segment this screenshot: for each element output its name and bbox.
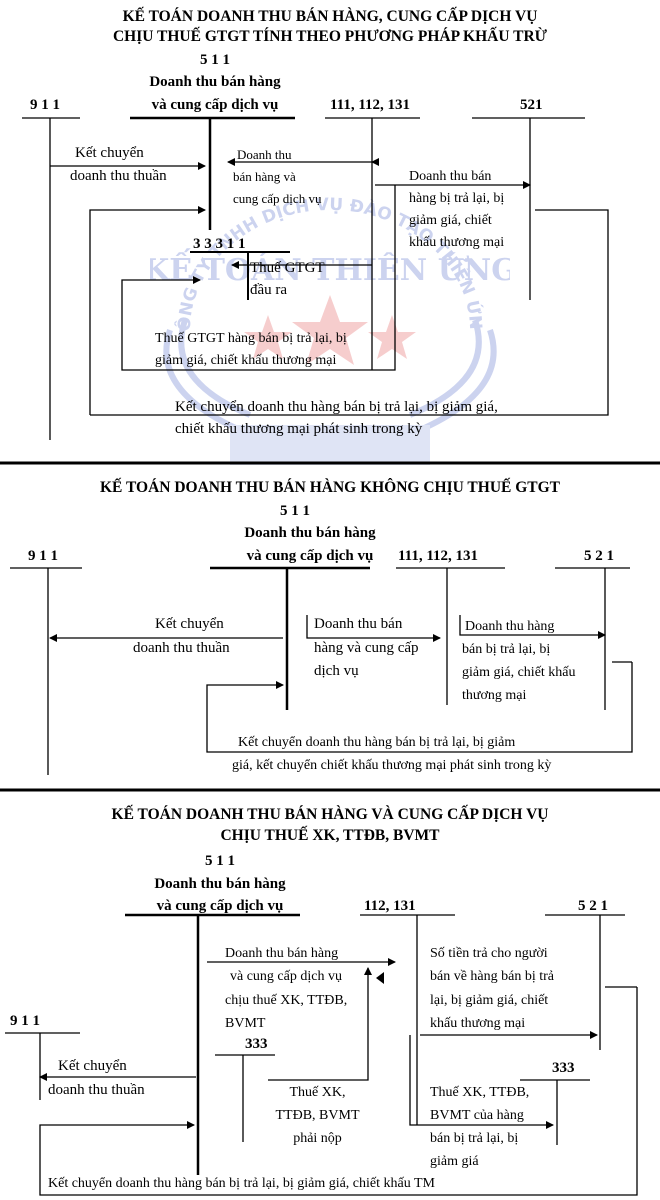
- s3-title-line2: CHỊU THUẾ XK, TTĐB, BVMT: [220, 827, 440, 844]
- s3-tax-payable-2: TTĐB, BVMT: [275, 1108, 360, 1123]
- s2-acc-511-code: 5 1 1: [280, 503, 310, 519]
- s3-acc-911: 9 1 1: [10, 1013, 40, 1029]
- s3-small-arrowhead-icon: [376, 972, 384, 984]
- s1-acc-911: 9 1 1: [30, 97, 60, 113]
- s1-revenue-1: Doanh thu: [237, 147, 292, 162]
- s2-returns-2: bán bị trả lại, bị: [462, 642, 551, 657]
- s3-tax-returns-2: BVMT của hàng: [430, 1108, 524, 1123]
- s2-revenue-1: Doanh thu bán: [314, 616, 403, 632]
- s1-acc-33311: 3 3 3 1 1: [193, 236, 246, 252]
- s1-transfer-returns-1: Kết chuyển doanh thu hàng bán bị trả lại…: [175, 399, 498, 415]
- s1-vat-returns-2: giảm giá, chiết khấu thương mại: [155, 353, 337, 368]
- s1-transfer-2: doanh thu thuần: [70, 168, 167, 184]
- s3-acc-511-name-2: và cung cấp dịch vụ: [156, 898, 284, 914]
- s3-transfer-1: Kết chuyển: [58, 1058, 127, 1074]
- s3-revenue-2: và cung cấp dịch vụ: [230, 969, 342, 984]
- s3-revenue-3: chịu thuế XK, TTĐB,: [225, 993, 348, 1008]
- s2-returns-1: Doanh thu hàng: [465, 619, 555, 634]
- s3-arrow-tax-returns: [409, 1035, 554, 1129]
- s2-acc-cash: 111, 112, 131: [398, 548, 479, 564]
- s3-acc-521: 5 2 1: [578, 898, 608, 914]
- s1-acc-511-name-1: Doanh thu bán hàng: [149, 74, 281, 90]
- s2-returns-4: thương mại: [462, 688, 527, 703]
- s3-acc-511-code: 5 1 1: [205, 853, 235, 869]
- s1-vat-out-1: Thuế GTGT: [250, 260, 325, 276]
- s3-tax-returns-1: Thuế XK, TTĐB,: [430, 1085, 530, 1100]
- s3-acc-333-right: 333: [552, 1060, 575, 1076]
- s1-acc-521: 521: [520, 97, 543, 113]
- s1-title-line1: KẾ TOÁN DOANH THU BÁN HÀNG, CUNG CẤP DỊC…: [122, 8, 538, 25]
- s3-refund-1: Số tiền trả cho người: [430, 946, 548, 961]
- s3-acc-333-left: 333: [245, 1036, 268, 1052]
- s2-transfer-2: doanh thu thuần: [133, 640, 230, 656]
- s2-revenue-2: hàng và cung cấp: [314, 640, 419, 656]
- s3-revenue-1: Doanh thu bán hàng: [225, 946, 339, 961]
- s1-transfer-returns-2: chiết khấu thương mại phát sinh trong kỳ: [175, 421, 423, 437]
- s3-transfer-2: doanh thu thuần: [48, 1082, 145, 1098]
- s3-revenue-4: BVMT: [225, 1016, 266, 1031]
- s2-transfer-1: Kết chuyển: [155, 616, 224, 632]
- s2-title: KẾ TOÁN DOANH THU BÁN HÀNG KHÔNG CHỊU TH…: [99, 479, 561, 496]
- s1-returns-close: [90, 209, 609, 416]
- s2-transfer-returns-2: giá, kết chuyển chiết khấu thương mại ph…: [232, 758, 552, 773]
- s3-refund-2: bán về hàng bán bị trả: [430, 969, 555, 984]
- s2-acc-911: 9 1 1: [28, 548, 58, 564]
- s2-acc-511-name-2: và cung cấp dịch vụ: [246, 548, 374, 564]
- s2-returns-3: giảm giá, chiết khấu: [462, 665, 576, 680]
- s1-revenue-2: bán hàng và: [233, 169, 296, 184]
- s1-revenue-3: cung cấp dịch vụ: [233, 191, 322, 206]
- s3-refund-3: lại, bị giảm giá, chiết: [430, 993, 549, 1008]
- s3-acc-511-name-1: Doanh thu bán hàng: [154, 876, 286, 892]
- s3-tax-returns-3: bán bị trả lại, bị: [430, 1131, 519, 1146]
- s1-acc-cash: 111, 112, 131: [330, 97, 411, 113]
- s1-arrow-vat-returns: [121, 185, 396, 371]
- s1-returns-1: Doanh thu bán: [409, 169, 492, 184]
- s3-tax-payable-3: phải nộp: [293, 1131, 342, 1146]
- s1-acc-511-name-2: và cung cấp dịch vụ: [151, 97, 279, 113]
- s1-title-line2: CHỊU THUẾ GTGT TÍNH THEO PHƯƠNG PHÁP KHẤ…: [112, 28, 548, 45]
- s2-transfer-returns-1: Kết chuyển doanh thu hàng bán bị trả lại…: [238, 735, 516, 750]
- s1-arrow-transfer-returns: [89, 206, 206, 415]
- s2-revenue-3: dịch vụ: [314, 663, 359, 679]
- s1-acc-511-code: 5 1 1: [200, 52, 230, 68]
- s2-acc-511-name-1: Doanh thu bán hàng: [244, 525, 376, 541]
- s2-arrow-revenue: [306, 615, 441, 642]
- s2-arrow-returns: [459, 615, 606, 639]
- s1-vat-returns-1: Thuế GTGT hàng bán bị trả lại, bị: [155, 331, 347, 346]
- s3-refund-4: khấu thương mại: [430, 1016, 526, 1031]
- s3-arrow-tax-payable: [268, 967, 372, 1081]
- s1-returns-3: giảm giá, chiết: [409, 213, 492, 228]
- s1-transfer-1: Kết chuyển: [75, 145, 144, 161]
- s2-arrow-transfer-returns: [206, 662, 633, 753]
- s2-acc-521: 5 2 1: [584, 548, 614, 564]
- s3-acc-cash: 112, 131: [364, 898, 416, 914]
- s3-transfer-returns: Kết chuyển doanh thu hàng bán bị trả lại…: [48, 1176, 435, 1191]
- s1-returns-2: hàng bị trả lại, bị: [409, 191, 505, 206]
- s3-title-line1: KẾ TOÁN DOANH THU BÁN HÀNG VÀ CUNG CẤP D…: [111, 806, 549, 823]
- s3-tax-payable-1: Thuế XK,: [289, 1085, 346, 1100]
- s1-vat-out-2: đầu ra: [250, 282, 288, 298]
- s3-arrow-transfer-returns: [39, 987, 638, 1196]
- s3-tax-returns-4: giảm giá: [430, 1154, 479, 1169]
- s1-returns-4: khấu thương mại: [409, 235, 505, 250]
